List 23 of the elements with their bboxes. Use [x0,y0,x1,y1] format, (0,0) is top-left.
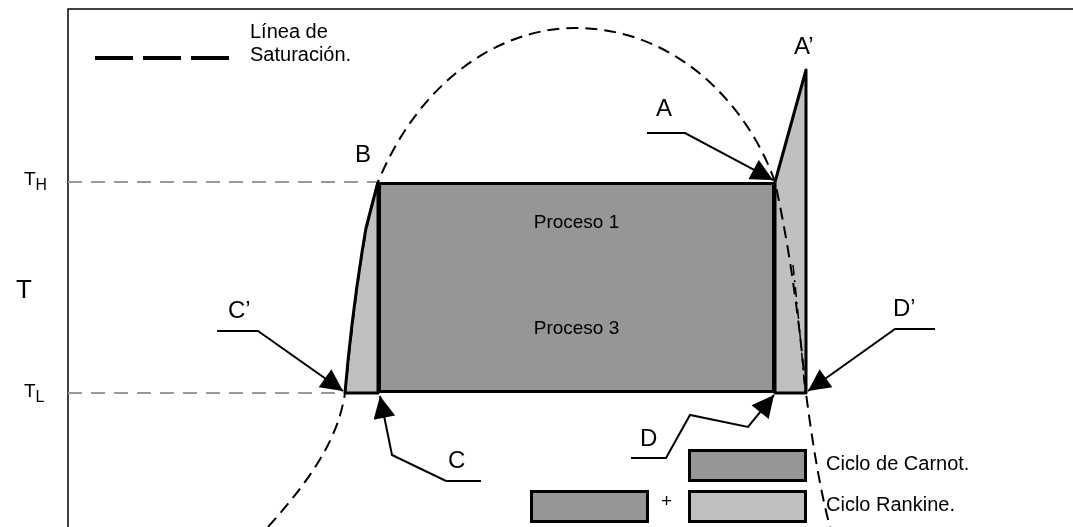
leader-line [630,394,775,459]
point-label: D’ [893,294,916,322]
carnot-cycle-area [378,182,775,393]
leader-line [216,330,344,392]
rankine-area [773,68,808,395]
legend-label: Línea de Saturación. [250,20,353,66]
process-label: Proceso 3 [532,317,621,339]
point-label: C’ [228,296,251,324]
legend-label: Ciclo de Carnot. [826,452,970,475]
point-label: B [355,140,371,168]
leader-line [373,395,482,482]
point-label: C [448,446,466,474]
leader-line [646,132,774,181]
axis-tick-label: T$_{L}$ [24,380,45,406]
point-label: A [656,94,672,122]
legend-label: Ciclo Rankine. [826,493,955,516]
process-label: Proceso 1 [532,211,621,233]
axis-label: T [16,275,32,305]
point-label: A’ [794,32,814,60]
plus-sign: + [661,490,673,512]
leader-line [807,328,936,392]
axis-tick-label: T$_{H}$ [24,168,48,194]
point-label: D [640,424,658,452]
